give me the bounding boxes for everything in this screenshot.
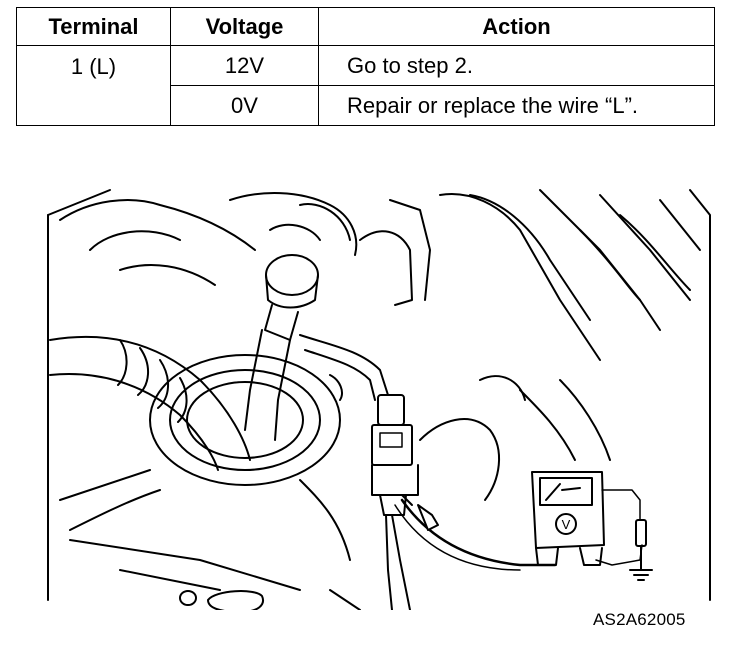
table-row: 0V Repair or replace the wire “L”. xyxy=(17,85,715,126)
header-terminal: Terminal xyxy=(16,7,171,46)
table-header-row: Terminal Voltage Action xyxy=(16,7,715,46)
sensor-top xyxy=(244,254,319,441)
hose xyxy=(49,336,251,471)
test-leads xyxy=(394,494,557,571)
cell-action: Repair or replace the wire “L”. xyxy=(318,85,715,126)
cell-action: Go to step 2. xyxy=(318,45,715,86)
lower-components xyxy=(69,375,611,610)
engine-block xyxy=(59,189,701,361)
cell-voltage: 0V xyxy=(170,85,319,126)
cell-terminal: 1 (L) xyxy=(16,45,171,126)
ground-probe xyxy=(629,519,653,581)
terminal-voltage-table: Terminal Voltage Action 1 (L) 12V Go to … xyxy=(16,7,715,126)
header-voltage: Voltage xyxy=(170,7,319,46)
connector xyxy=(371,394,419,610)
header-action: Action xyxy=(318,7,715,46)
illustration-frame xyxy=(47,189,711,601)
pulley xyxy=(59,354,341,531)
engine-connector-illustration: V xyxy=(47,189,711,610)
voltmeter xyxy=(531,471,643,566)
figure-code: AS2A62005 xyxy=(593,610,686,629)
table-row: 1 (L) 12V Go to step 2. xyxy=(16,45,715,126)
cell-voltage: 12V xyxy=(170,45,319,86)
harness-wire xyxy=(299,334,389,401)
meter-v-symbol: V xyxy=(562,517,571,532)
